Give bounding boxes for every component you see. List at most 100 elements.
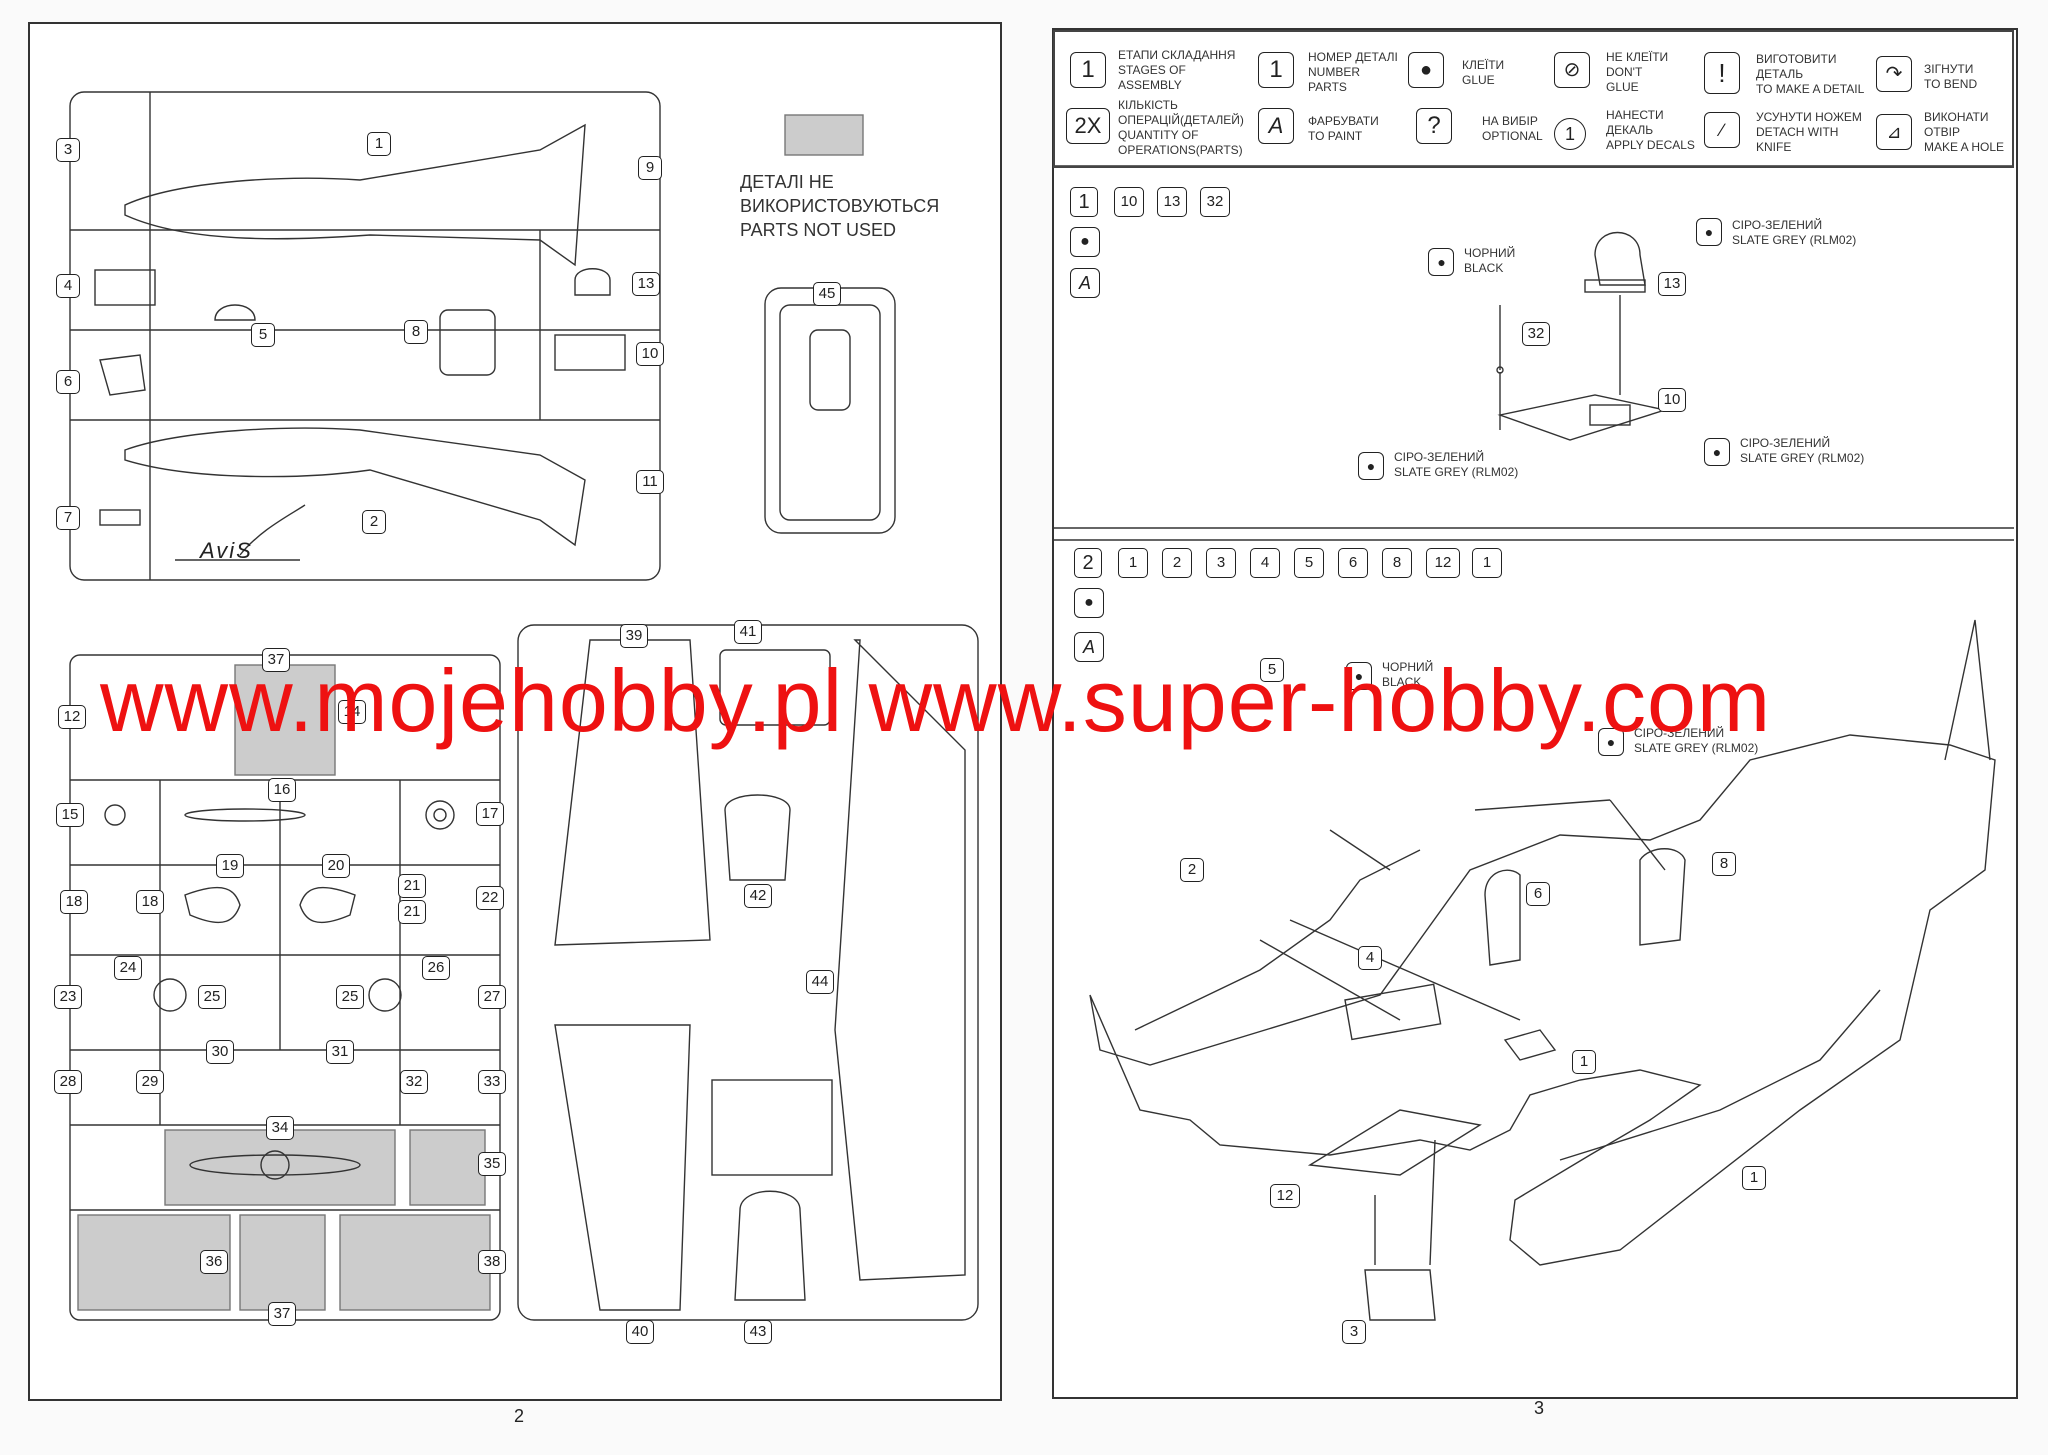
page-number-right: 3 [1534, 1398, 1545, 1418]
sprue-part-37: 37 [262, 648, 290, 672]
no-glue-icon: ⊘ [1554, 52, 1590, 88]
sprue-part-37: 37 [268, 1302, 296, 1326]
sprue-part-8: 8 [404, 320, 428, 344]
sprue-part-43: 43 [744, 1320, 772, 1344]
paint-icon: ● [1696, 218, 1722, 246]
part-number-5: 5 [1260, 658, 1284, 682]
sprue-part-40: 40 [626, 1320, 654, 1344]
sprue-part-31: 31 [326, 1040, 354, 1064]
legend-panel [1053, 30, 2014, 168]
sprue-part-25: 25 [198, 985, 226, 1009]
wing-full [834, 639, 966, 1281]
part-number-6: 6 [1526, 882, 1550, 906]
sprue-part-1: 1 [367, 132, 391, 156]
sprue-part-36: 36 [200, 1250, 228, 1274]
sprue-part-10: 10 [636, 342, 664, 366]
sprue-part-27: 27 [478, 985, 506, 1009]
sprue-part-32: 32 [400, 1070, 428, 1094]
sprue-part-25: 25 [336, 985, 364, 1009]
step2-part-badge: 12 [1426, 548, 1460, 578]
paint-icon: ● [1598, 728, 1624, 756]
page-number-left: 2 [514, 1406, 525, 1426]
part-number-8: 8 [1712, 852, 1736, 876]
sprue-part-39: 39 [620, 624, 648, 648]
bend-icon: ↷ [1876, 56, 1912, 92]
part-number-4: 4 [1358, 946, 1382, 970]
number-parts-icon: 1 [1258, 52, 1294, 88]
sprue-part-22: 22 [476, 886, 504, 910]
sprue-part-24: 24 [114, 956, 142, 980]
wing-upper-left [554, 639, 711, 946]
fuselage-assembly [1089, 734, 1996, 1266]
sprue-part-45: 45 [813, 282, 841, 306]
step2-part-badge: 8 [1382, 548, 1412, 578]
step2-decal-badge: 1 [1472, 548, 1502, 578]
paint-icon: ● [1346, 662, 1372, 690]
sprue-part-35: 35 [478, 1152, 506, 1176]
sprue-part-17: 17 [476, 802, 504, 826]
step1-part-badge: 10 [1114, 187, 1144, 217]
seat-13 [1594, 231, 1646, 286]
step1-part-badge: 32 [1200, 187, 1230, 217]
step2-stage-badge: 2 [1074, 548, 1102, 578]
paint-icon: ● [1428, 248, 1454, 276]
sprue-part-11: 11 [636, 470, 664, 494]
sprue-part-28: 28 [54, 1070, 82, 1094]
sprue-part-29: 29 [136, 1070, 164, 1094]
sprue-part-15: 15 [56, 803, 84, 827]
knife-icon: ∕ [1704, 112, 1740, 148]
sprue-part-6: 6 [56, 370, 80, 394]
fuselage-left-half [124, 123, 586, 267]
glue-icon: ● [1070, 227, 1100, 257]
sprue-part-20: 20 [322, 854, 350, 878]
sprue-part-38: 38 [478, 1250, 506, 1274]
sprue-part-21: 21 [398, 900, 426, 924]
part-number-2: 2 [1180, 858, 1204, 882]
part-number-3: 3 [1342, 1320, 1366, 1344]
part-number-32: 32 [1522, 322, 1550, 346]
sprue-part-5: 5 [251, 323, 275, 347]
sprue-part-30: 30 [206, 1040, 234, 1064]
paint-icon: A [1258, 108, 1294, 144]
sprue-part-33: 33 [478, 1070, 506, 1094]
drill-icon: ⊿ [1876, 114, 1912, 150]
step2-part-badge: 5 [1294, 548, 1324, 578]
sprue-part-44: 44 [806, 970, 834, 994]
decal-icon: 1 [1554, 118, 1586, 150]
sprue-part-19: 19 [216, 854, 244, 878]
sprue-part-26: 26 [422, 956, 450, 980]
sprue-part-3: 3 [56, 138, 80, 162]
sprue-part-18: 18 [136, 890, 164, 914]
quantity-icon: 2X [1066, 108, 1110, 144]
sprue-part-21: 21 [398, 874, 426, 898]
part-12 [1307, 1109, 1482, 1176]
step2-part-badge: 3 [1206, 548, 1236, 578]
brand-logo: AviS [200, 538, 253, 563]
seat-part [1484, 869, 1521, 966]
sprue-part-13: 13 [632, 272, 660, 296]
stages-of-assembly-icon: 1 [1070, 52, 1106, 88]
sprue-part-9: 9 [638, 156, 662, 180]
sprue-part-34: 34 [266, 1116, 294, 1140]
paint-icon: ● [1704, 438, 1730, 466]
part-number-12: 12 [1270, 1184, 1300, 1208]
sprue-part-18: 18 [60, 890, 88, 914]
sprue-part-41: 41 [734, 620, 762, 644]
watermark: www.mojehobby.pl www.super-hobby.com [100, 651, 1772, 750]
optional-icon: ? [1416, 108, 1452, 144]
decal-number-1: 1 [1572, 1050, 1596, 1074]
paint-icon: A [1074, 632, 1104, 662]
step2-part-badge: 2 [1162, 548, 1192, 578]
